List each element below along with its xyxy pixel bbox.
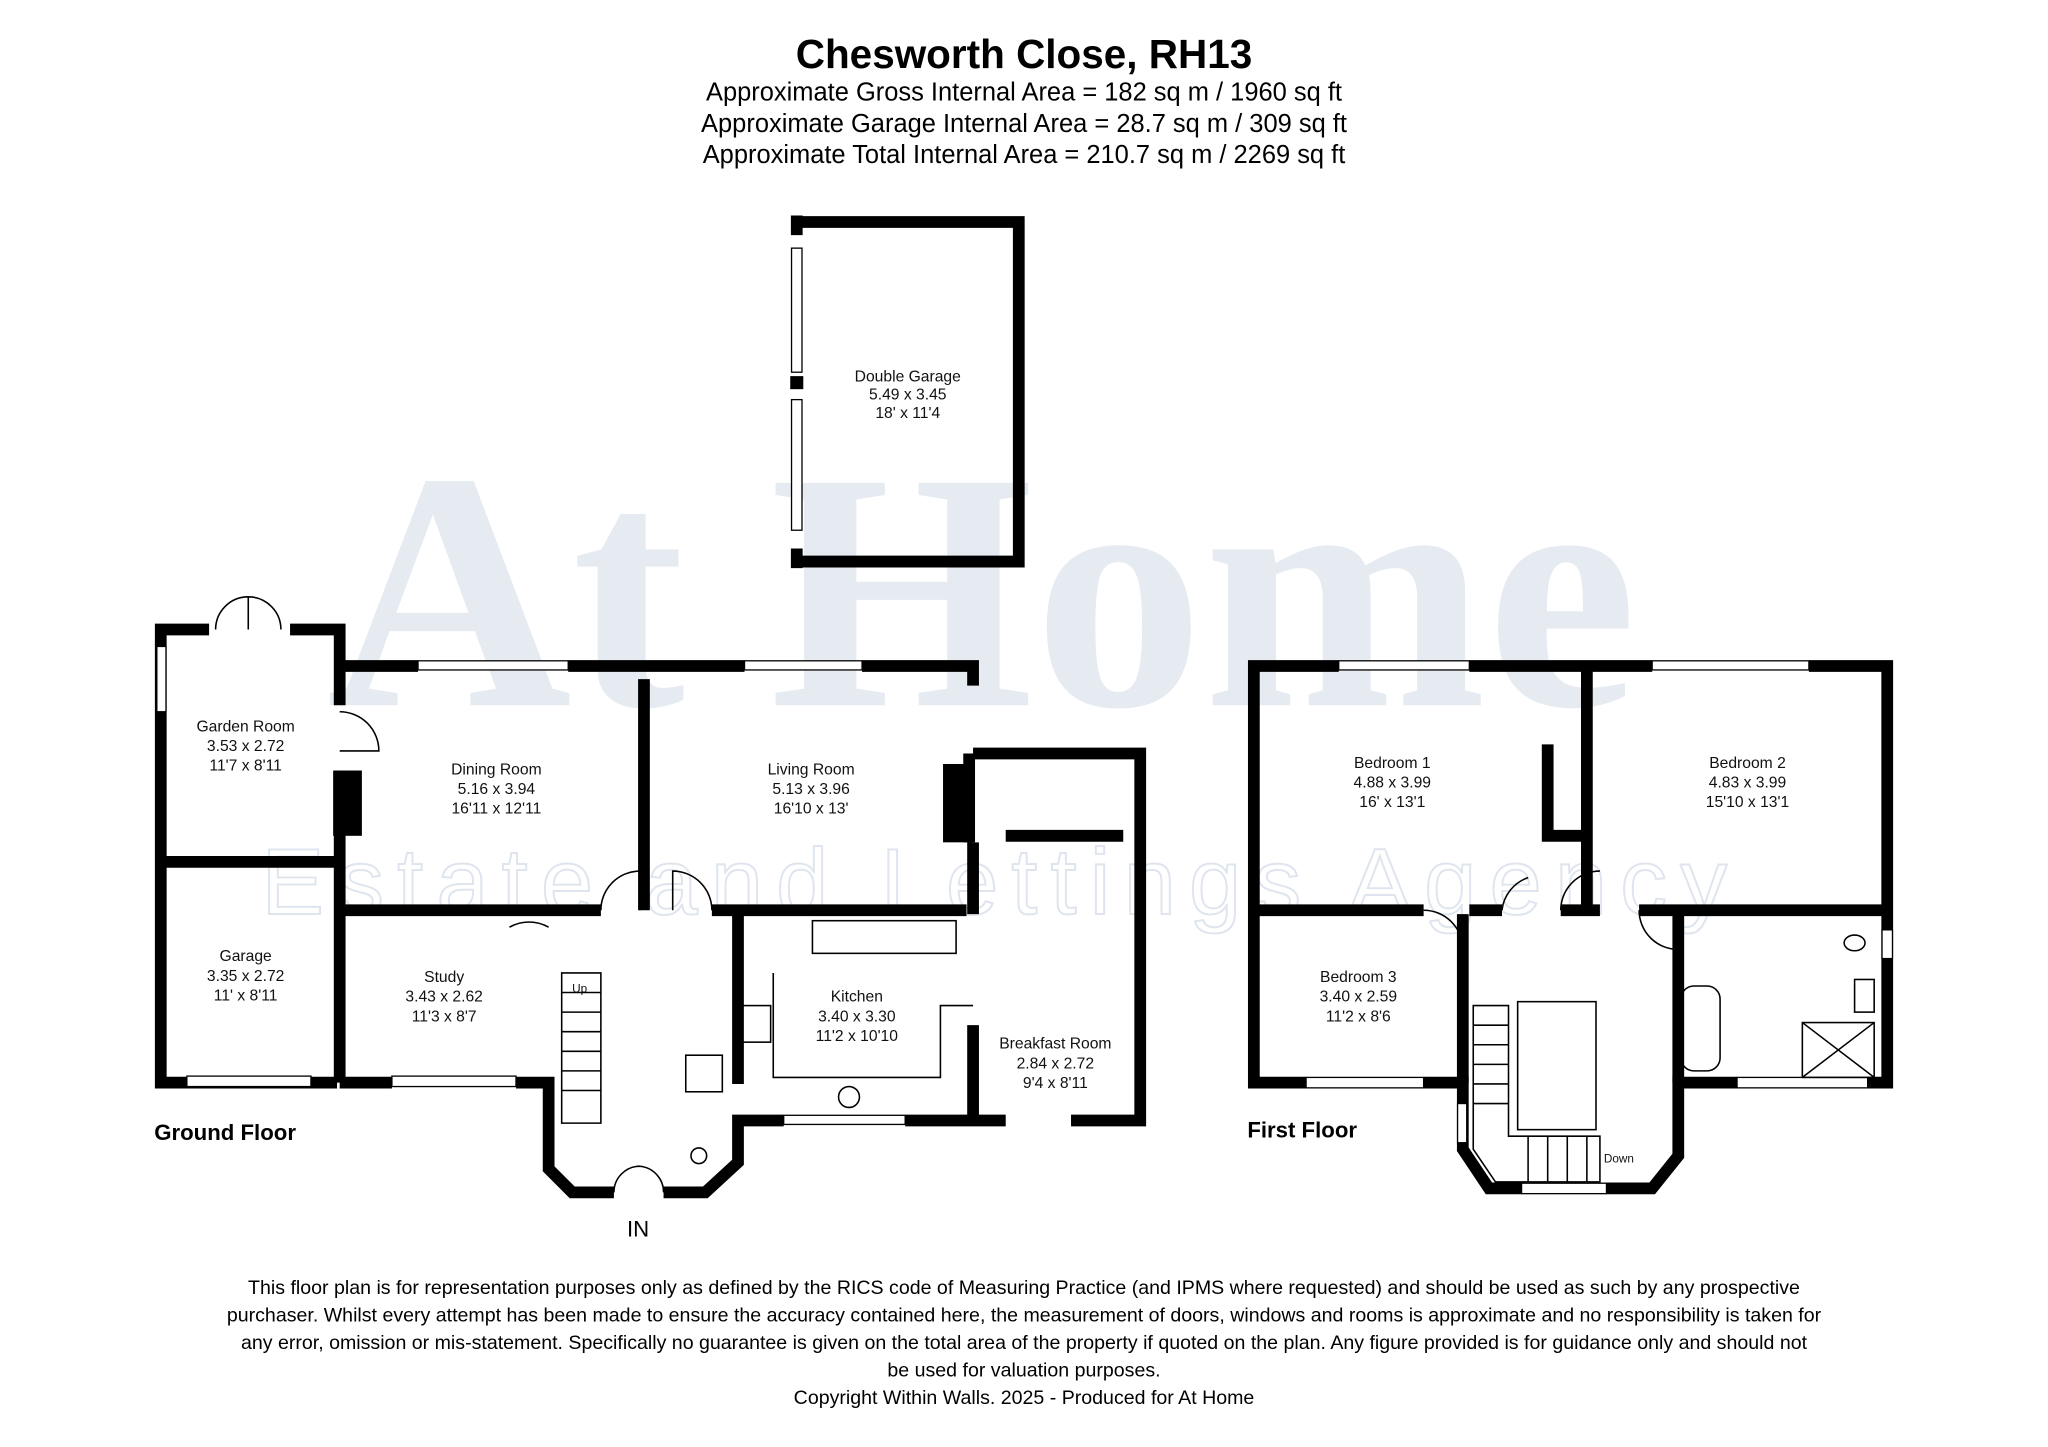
room-metric: 3.35 x 2.72 — [207, 968, 284, 985]
total-area: Approximate Total Internal Area = 210.7 … — [703, 141, 1346, 169]
room-metric: 3.40 x 2.59 — [1320, 989, 1397, 1006]
room-metric: 4.83 x 3.99 — [1709, 774, 1786, 791]
room-metric: 5.49 x 3.45 — [869, 387, 947, 404]
room-name: Dining Room — [451, 761, 542, 778]
stairs-up-label: Up — [572, 983, 587, 996]
room-imperial: 9'4 x 8'11 — [1023, 1075, 1088, 1092]
room-imperial: 11'2 x 8'6 — [1326, 1008, 1391, 1025]
first-floor-walls — [1247, 660, 1894, 1195]
disclaimer-line: any error, omission or mis-statement. Sp… — [241, 1332, 1808, 1354]
room-name: Bedroom 2 — [1709, 755, 1786, 772]
room-metric: 5.13 x 3.96 — [772, 781, 850, 798]
disclaimer-line: purchaser. Whilst every attempt has been… — [227, 1305, 1822, 1327]
watermark-tagline: Estate and Lettings Agency — [261, 829, 1740, 934]
ground-floor-label: Ground Floor — [154, 1120, 296, 1145]
room-name: Study — [424, 969, 464, 986]
copyright: Copyright Within Walls. 2025 - Produced … — [794, 1387, 1255, 1409]
room-metric: 4.88 x 3.99 — [1354, 774, 1431, 791]
room-name: Garage — [220, 948, 273, 965]
room-name: Kitchen — [831, 989, 883, 1006]
room-imperial: 15'10 x 13'1 — [1706, 794, 1789, 811]
ground-floor-walls — [154, 596, 1147, 1199]
disclaimer-line: be used for valuation purposes. — [887, 1359, 1160, 1381]
stairs-down-label: Down — [1604, 1152, 1634, 1165]
room-name: Breakfast Room — [999, 1036, 1111, 1053]
room-name: Double Garage — [855, 368, 961, 385]
room-imperial: 16'10 x 13' — [774, 801, 849, 818]
room-imperial: 11'3 x 8'7 — [412, 1008, 477, 1025]
gross-area: Approximate Gross Internal Area = 182 sq… — [706, 79, 1342, 107]
double-garage — [790, 215, 1025, 569]
room-name: Bedroom 3 — [1320, 969, 1397, 986]
room-imperial: 18' x 11'4 — [875, 405, 940, 422]
room-metric: 3.40 x 3.30 — [818, 1008, 896, 1025]
ground-floor-room-labels: Garden Room 3.53 x 2.72 11'7 x 8'11 Gara… — [196, 718, 1111, 1092]
room-metric: 3.43 x 2.62 — [405, 989, 482, 1006]
room-imperial: 16'11 x 12'11 — [451, 801, 541, 818]
disclaimer-line: This floor plan is for representation pu… — [248, 1277, 1800, 1299]
room-name: Living Room — [768, 761, 855, 778]
room-name: Bedroom 1 — [1354, 755, 1431, 772]
first-floor-room-labels: Bedroom 1 4.88 x 3.99 16' x 13'1 Bedroom… — [1320, 755, 1790, 1025]
room-metric: 5.16 x 3.94 — [458, 781, 536, 798]
room-metric: 3.53 x 2.72 — [207, 738, 284, 755]
room-metric: 2.84 x 2.72 — [1017, 1055, 1094, 1072]
room-imperial: 11'2 x 10'10 — [816, 1028, 899, 1045]
room-name: Garden Room — [196, 718, 294, 735]
disclaimer: This floor plan is for representation pu… — [227, 1277, 1822, 1409]
room-imperial: 11' x 8'11 — [214, 987, 278, 1004]
room-imperial: 16' x 13'1 — [1359, 794, 1425, 811]
watermark: At Home Estate and Lettings Agency — [260, 403, 1740, 935]
entrance-label: IN — [627, 1217, 649, 1242]
watermark-logo: At Home — [327, 403, 1638, 779]
room-imperial: 11'7 x 8'11 — [209, 758, 281, 775]
first-floor-label: First Floor — [1247, 1117, 1357, 1142]
garage-area: Approximate Garage Internal Area = 28.7 … — [701, 110, 1347, 138]
page-title: Chesworth Close, RH13 — [796, 31, 1252, 77]
